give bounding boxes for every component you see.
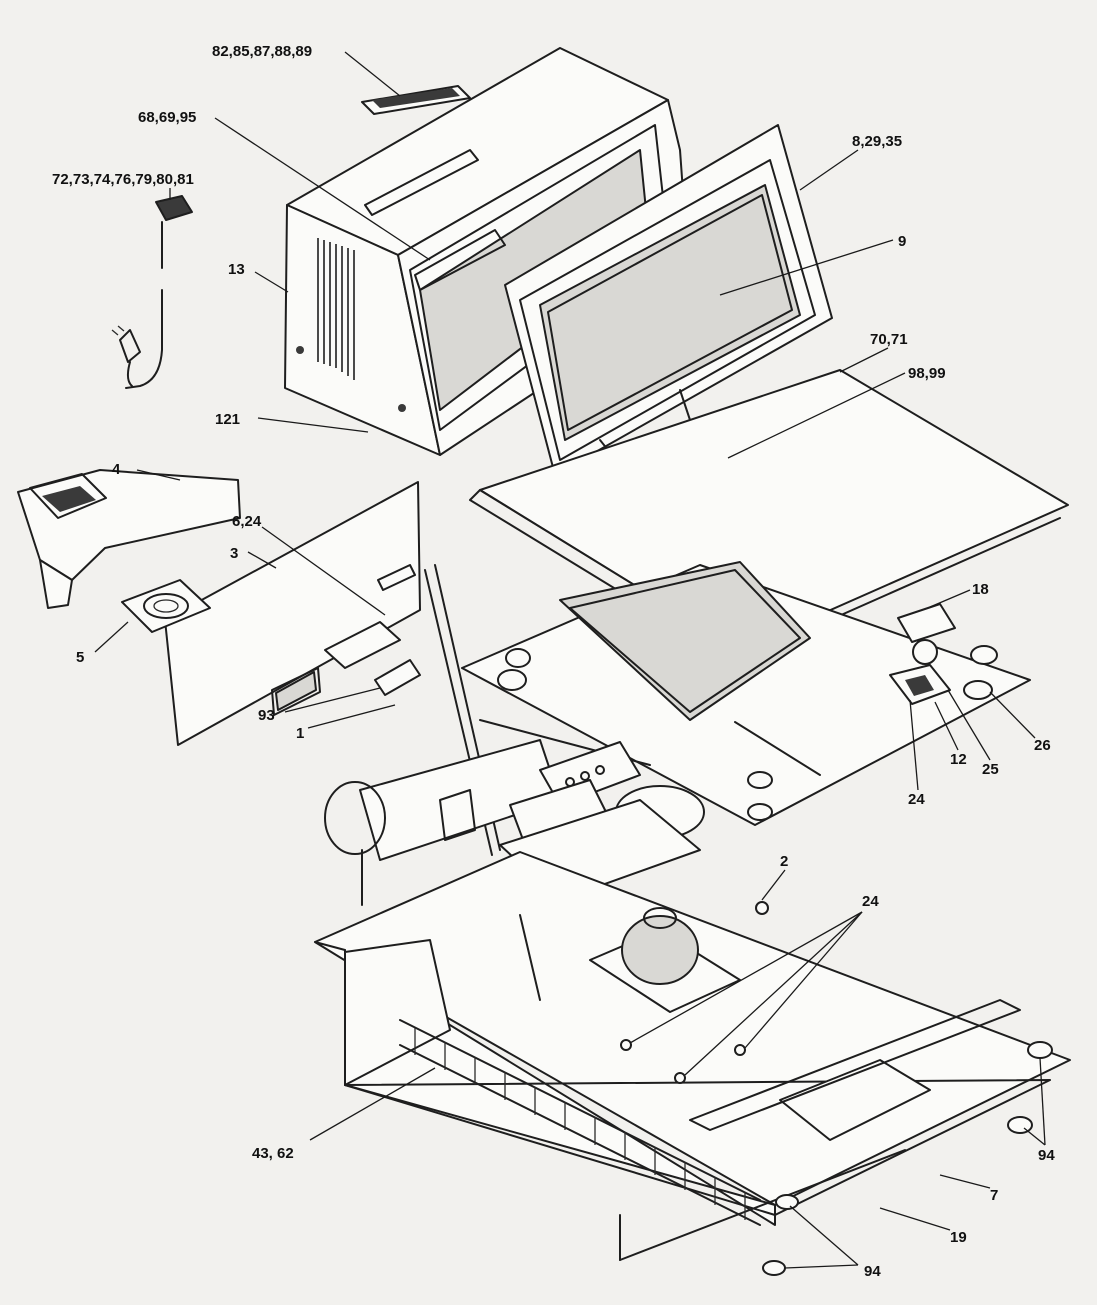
callout-label: 25	[982, 761, 999, 778]
callout-label: 72,73,74,76,79,80,81	[52, 171, 194, 188]
callout-label: 24	[862, 893, 879, 910]
callout-label: 2	[780, 853, 788, 870]
label-plate	[361, 85, 471, 115]
mounting-bracket	[324, 564, 421, 696]
callout-label: 4	[112, 461, 121, 478]
bottom-chassis	[314, 851, 1071, 1261]
callout-label: 26	[1034, 737, 1051, 754]
callout-label: 1	[296, 725, 304, 742]
callout-label: 98,99	[908, 365, 946, 382]
callout-label: 5	[76, 649, 84, 666]
display-bezel	[504, 124, 833, 476]
callout-labels: 82,85,87,88,89 68,69,95 8,29,35 72,73,74…	[52, 43, 1055, 1280]
callout-label: 3	[230, 545, 238, 562]
screws	[620, 901, 769, 1084]
fan	[121, 579, 211, 633]
callout-label: 70,71	[870, 331, 908, 348]
callout-label: 18	[972, 581, 989, 598]
callout-label: 7	[990, 1187, 998, 1204]
scanner-module	[889, 603, 956, 705]
callout-label: 8,29,35	[852, 133, 902, 150]
connector-strip	[399, 1019, 761, 1226]
top-cover-housing	[284, 47, 691, 456]
handle-tray	[17, 469, 241, 609]
callout-label: 13	[228, 261, 245, 278]
callout-label: 24	[908, 791, 925, 808]
power-cord	[111, 195, 193, 389]
front-panel	[164, 481, 421, 746]
leader-lines	[94, 51, 1046, 1269]
callout-label: 12	[950, 751, 967, 768]
callout-label: 9	[898, 233, 906, 250]
motor-assembly	[589, 907, 741, 1013]
callout-label: 6,24	[232, 513, 262, 530]
callout-label: 82,85,87,88,89	[212, 43, 312, 60]
vent-grille	[317, 238, 355, 380]
callout-label: 19	[950, 1229, 967, 1246]
callout-label: 68,69,95	[138, 109, 196, 126]
callout-label: 93	[258, 707, 275, 724]
callout-label: 43, 62	[252, 1145, 294, 1162]
callout-label: 121	[215, 411, 240, 428]
middle-chassis	[461, 561, 1031, 826]
callout-label: 94	[864, 1263, 881, 1280]
callout-label: 94	[1038, 1147, 1055, 1164]
